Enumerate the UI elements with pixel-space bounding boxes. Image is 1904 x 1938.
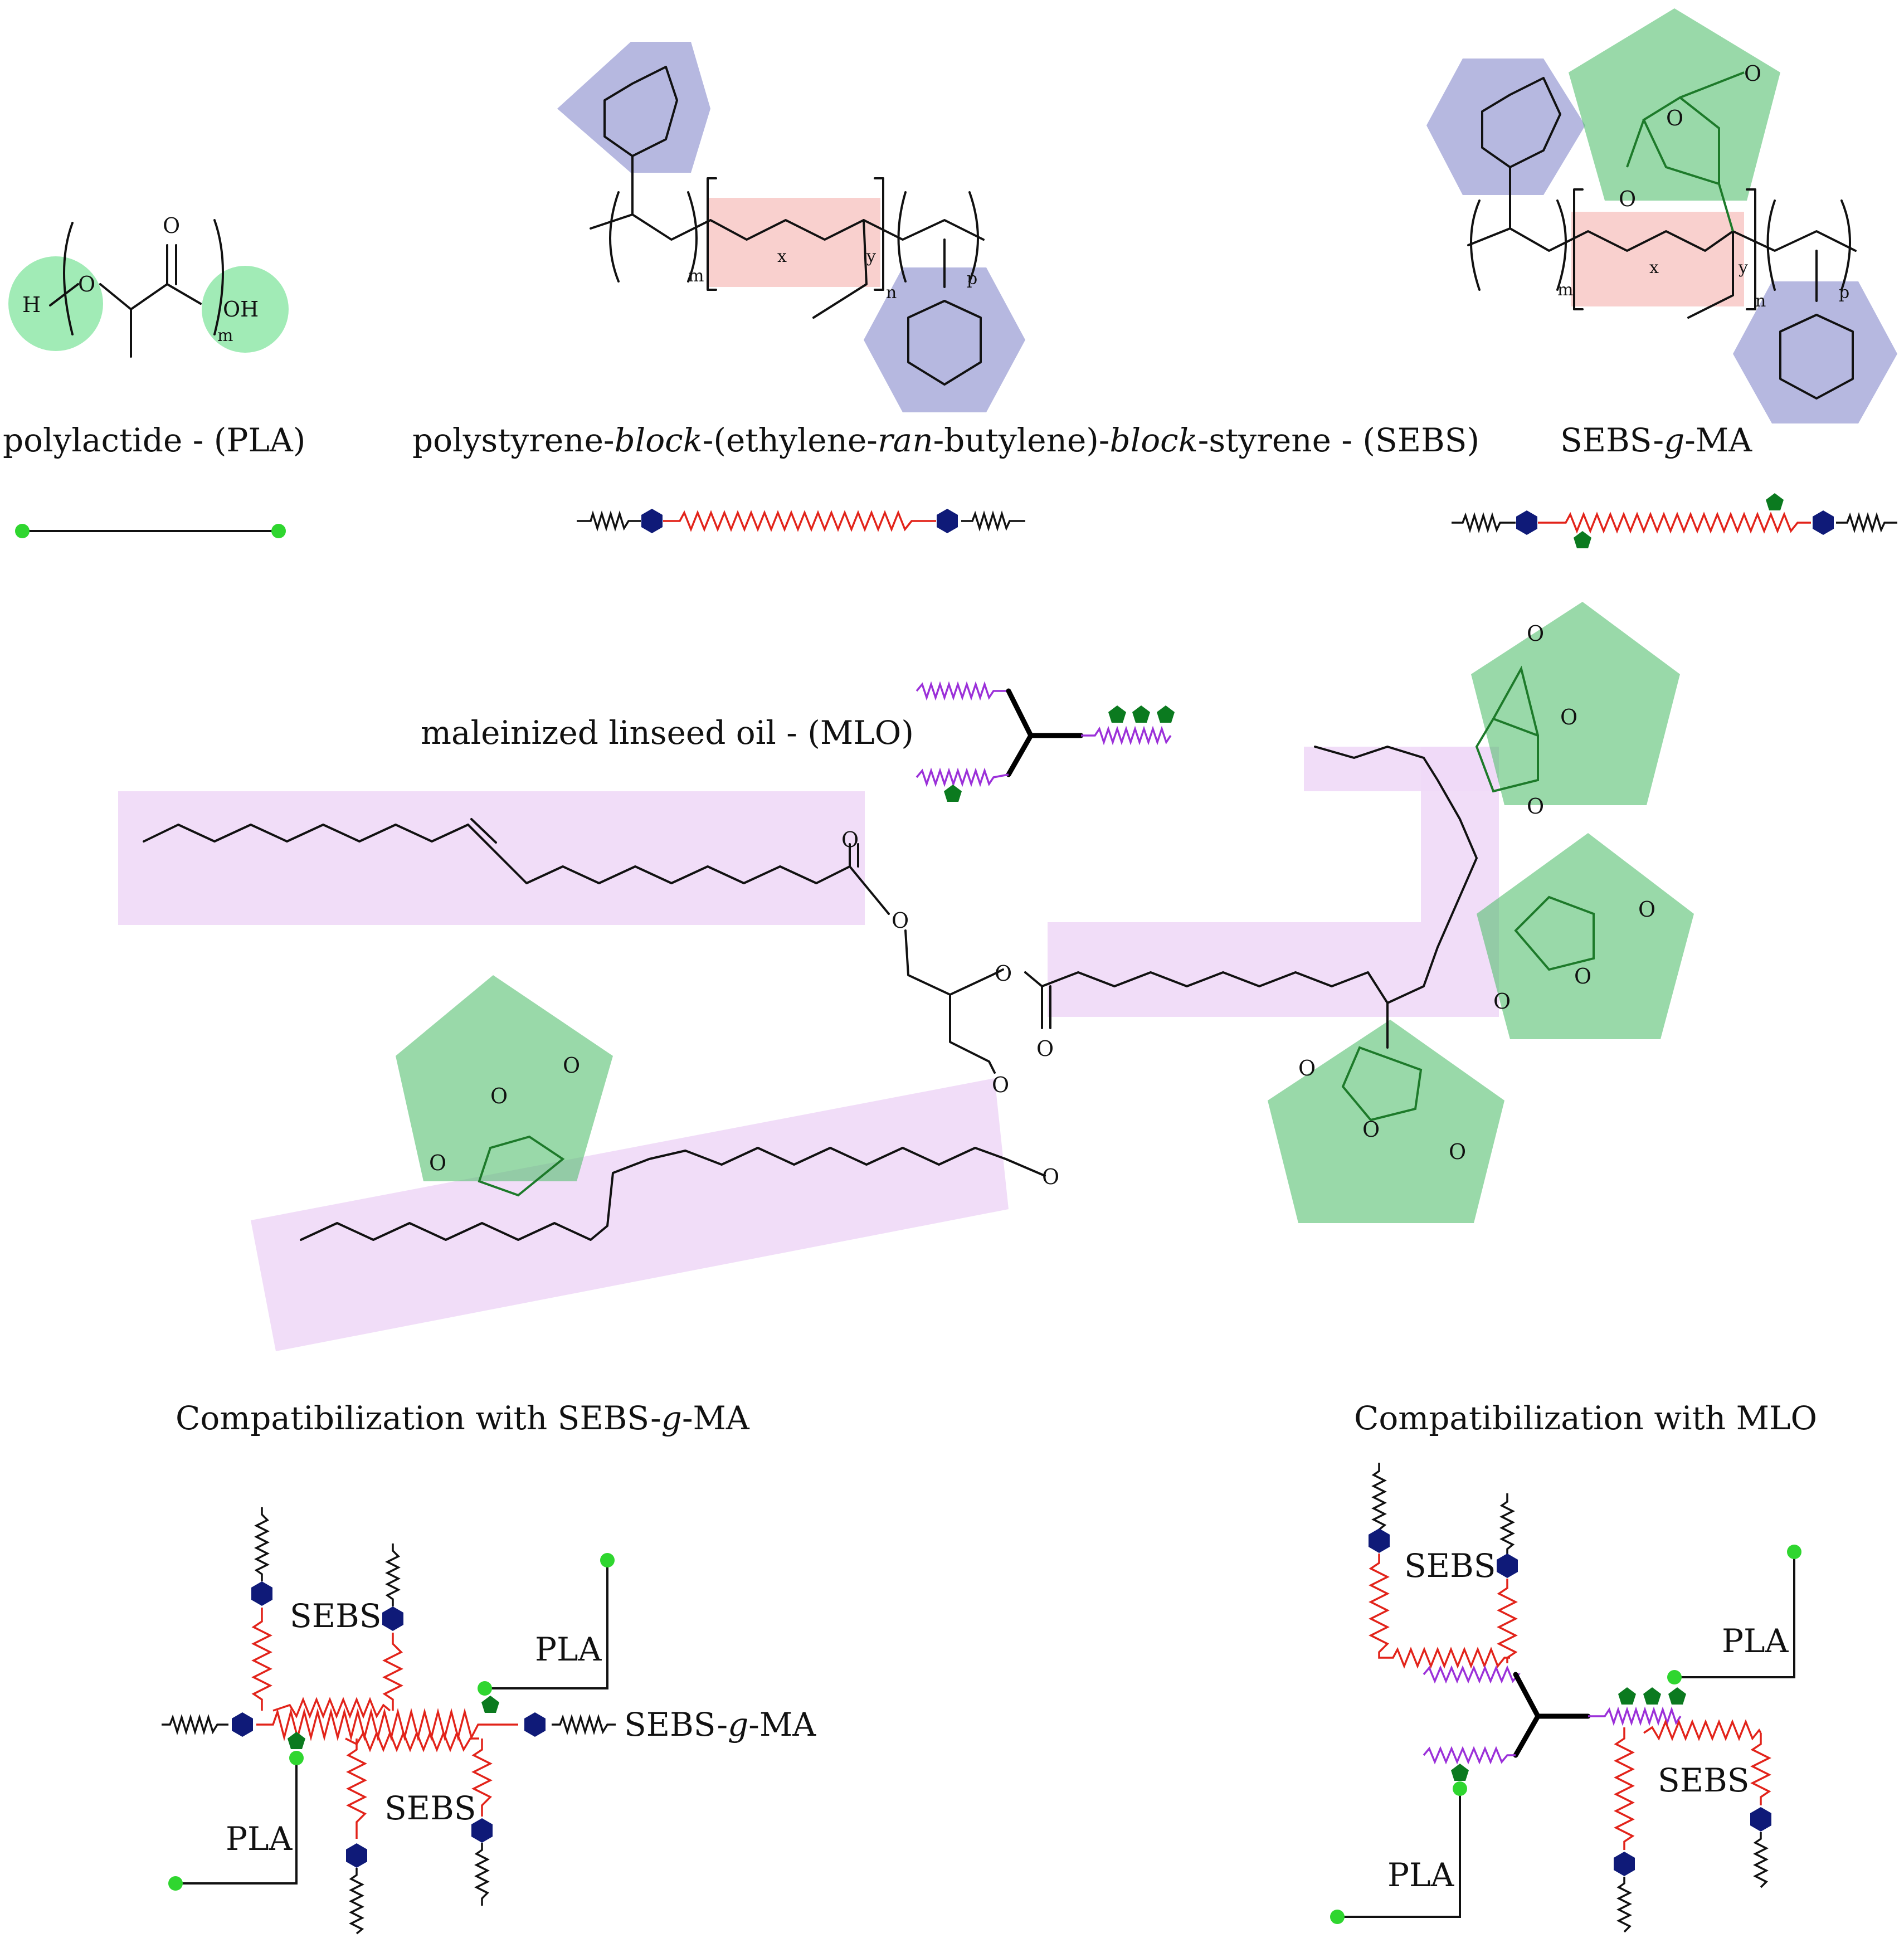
dot-icon [1667,1670,1682,1684]
hexagon-icon [524,1712,546,1737]
atom-o: O [429,1151,446,1175]
pla-label: PLA [535,1630,602,1668]
dot-icon [1787,1545,1801,1559]
compat-mlo-diagram: SEBS PLA SEBS PLA [1330,1463,1801,1933]
atom-o: O [995,961,1012,986]
atom-o: O [1362,1117,1380,1142]
subscript-n: n [886,283,897,303]
pentagon-icon [1451,1764,1469,1781]
hexagon-icon [937,509,958,533]
subscript-p: p [1839,283,1849,303]
subscript-x: x [777,247,787,266]
sebs-g-ma-structure: O O O m x y n p [1426,8,1897,423]
pla-label: PLA [226,1820,293,1858]
dot-icon [478,1681,492,1696]
pentagon-icon [1668,1687,1686,1705]
mlo-title: maleinized linseed oil - (MLO) [421,714,914,752]
atom-o: O [490,1084,508,1108]
sebs-label: SEBS [384,1789,476,1827]
hexagon-icon [1369,1528,1390,1553]
atom-o: O [1666,106,1683,130]
atom-o: O [1036,1036,1054,1061]
compat-sebs-g-ma-diagram: SEBS PLA SEBS-g-MA SEBS PLA [162,1507,816,1935]
atom-o: O [563,1053,580,1078]
subscript-n: n [1755,291,1766,311]
atom-o: O [1638,897,1655,922]
pentagon-icon [1157,705,1175,723]
pentagon-icon [1766,493,1784,510]
atom-o: O [1560,705,1577,729]
mlo-structure: O O O O O O O O O O O O O O O O O O [118,602,1694,1351]
pla-label: PLA [1722,1622,1789,1660]
sebs-g-ma-symbol [1452,493,1897,548]
atom-o: O [1449,1140,1466,1164]
subscript-x: x [1649,258,1659,277]
dot-icon [1330,1910,1345,1924]
pla-symbol [15,524,286,538]
sebs-g-ma-label: SEBS-g-MA [624,1706,816,1744]
sebs-symbol [577,509,1025,533]
atom-h: H [22,293,41,317]
pentagon-icon [481,1696,499,1713]
atom-o: O [1493,989,1511,1014]
hexagon-icon [251,1581,272,1606]
atom-o: O [1744,61,1761,86]
hexagon-icon [232,1712,253,1737]
dot-icon [168,1876,183,1891]
subscript-m: m [688,266,704,286]
pentagon-icon [1618,1687,1636,1705]
sebs-g-ma-title: SEBS-g-MA [1560,421,1752,459]
sebs-label: SEBS [1404,1547,1496,1585]
atom-o: O [1527,794,1544,819]
atom-o: O [78,272,95,296]
sebs-structure: m x y n p [557,42,1025,412]
atom-o-carbonyl: O [163,213,180,238]
dot-icon [15,524,30,538]
sebs-label: SEBS [290,1597,381,1635]
atom-o: O [992,1073,1009,1097]
atom-o: O [841,827,859,852]
atom-o: O [1298,1056,1316,1080]
hexagon-icon [382,1606,403,1631]
pla-structure: H O O OH m [8,213,289,358]
hexagon-icon [1516,510,1537,535]
subscript-y: y [1738,258,1748,277]
dot-icon [600,1553,615,1567]
pentagon-icon [1574,531,1591,548]
compat-mlo-title: Compatibilization with MLO [1354,1399,1817,1437]
atom-o: O [892,908,909,933]
pentagon-icon [1643,1687,1661,1705]
subscript-m: m [217,326,233,345]
atom-o: O [1574,964,1591,989]
pentagon-icon [944,785,962,802]
hexagon-icon [1813,510,1834,535]
atom-o: O [1527,621,1544,646]
dot-icon [289,1751,304,1765]
mlo-symbol [916,681,1175,802]
dot-icon [1453,1781,1467,1796]
hexagon-icon [641,509,663,533]
atom-o: O [1042,1165,1059,1189]
pentagon-icon [1132,705,1150,723]
pentagon-icon [288,1732,305,1749]
hexagon-icon [1750,1807,1771,1832]
dot-icon [271,524,286,538]
subscript-y: y [866,247,876,266]
subscript-p: p [967,269,977,289]
pla-title: polylactide - (PLA) [3,421,305,459]
compat-sebs-g-ma-title: Compatibilization with SEBS-g-MA [176,1399,750,1437]
sebs-label: SEBS [1658,1761,1749,1799]
atom-o: O [1619,187,1636,211]
atom-oh: OH [223,297,259,322]
hexagon-icon [346,1843,367,1868]
sebs-title: polystyrene-block-(ethylene-ran-butylene… [412,421,1479,459]
hexagon-icon [1614,1852,1635,1876]
pentagon-icon [1108,705,1126,723]
subscript-m: m [1557,280,1573,300]
hexagon-icon [1497,1554,1518,1578]
pla-label: PLA [1387,1856,1455,1894]
